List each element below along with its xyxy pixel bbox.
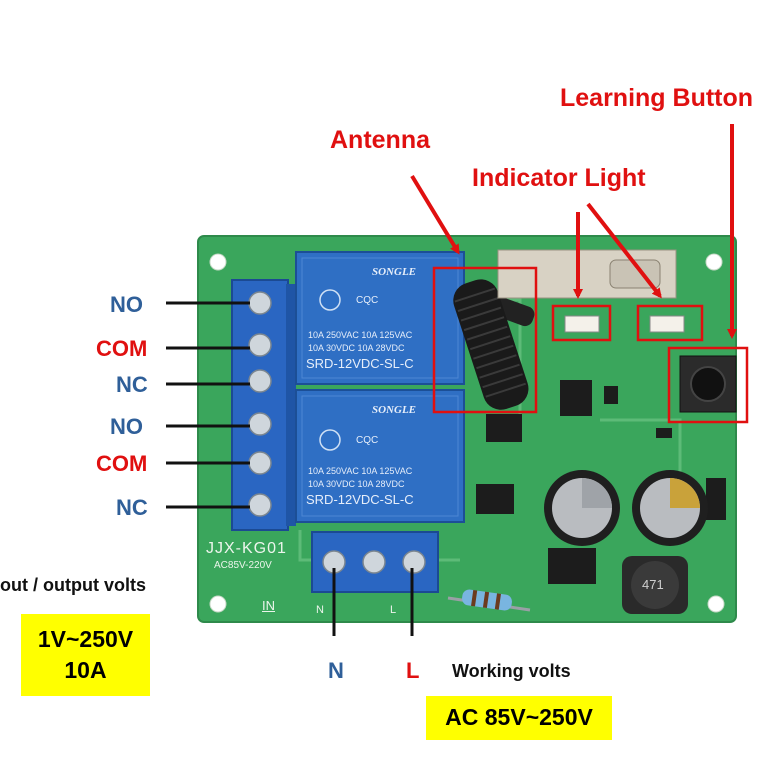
inductor-code: 471 xyxy=(642,577,664,592)
io-volts-range: 1V~250V xyxy=(37,626,134,652)
board-rating: AC85V-220V xyxy=(214,560,272,571)
indicator-light-1-box xyxy=(551,304,612,342)
relay-2-spec-line-2: 10A 30VDC 10A 28VDC xyxy=(308,479,405,489)
io-volts-label: out / output volts xyxy=(0,575,146,595)
terminal-com-2: COM xyxy=(96,451,148,476)
ic-chips xyxy=(476,380,726,584)
relay-1: CQC xyxy=(295,251,465,385)
relay-1-spec-line-1: 10A 250VAC 10A 125VAC xyxy=(308,330,413,340)
terminal-nc-2: NC xyxy=(116,495,148,520)
io-volts-current: 10A xyxy=(64,657,107,683)
terminal-nc-1: NC xyxy=(116,372,148,397)
indicator-light-label: Indicator Light xyxy=(472,164,646,192)
working-volts-range: AC 85V~250V xyxy=(445,704,593,730)
board-model: JJX-KG01 xyxy=(206,540,287,557)
terminal-l-label: L xyxy=(406,658,420,683)
board-l-mark: L xyxy=(390,604,397,616)
working-volts-label: Working volts xyxy=(452,661,571,681)
svg-text:CQC: CQC xyxy=(356,295,378,306)
learning-button-box xyxy=(667,346,749,424)
io-volts-box: 1V~250V 10A xyxy=(21,614,150,696)
antenna-label: Antenna xyxy=(330,126,430,154)
antenna-highlight-box xyxy=(432,266,538,414)
terminal-n-label: N xyxy=(328,658,344,683)
capacitors xyxy=(544,470,708,546)
terminal-no-2: NO xyxy=(110,414,143,439)
relay-1-brand: SONGLE xyxy=(372,266,417,278)
relay-1-model: SRD-12VDC-SL-C xyxy=(306,356,414,371)
board-in-label: IN xyxy=(262,598,275,613)
svg-text:CQC: CQC xyxy=(356,435,378,446)
indicator-arrow-2 xyxy=(586,202,662,299)
terminal-lead-lines xyxy=(166,301,414,636)
power-terminal-block xyxy=(311,531,439,593)
callout-arrows xyxy=(410,124,737,339)
working-volts-box: AC 85V~250V xyxy=(426,696,612,740)
resistor xyxy=(447,589,531,612)
antenna-coil xyxy=(453,279,535,410)
rf-module xyxy=(497,249,677,299)
terminal-com-1: COM xyxy=(96,336,148,361)
indicator-leds xyxy=(564,315,685,333)
learning-button-label: Learning Button xyxy=(560,84,754,112)
board-n-mark: N xyxy=(316,604,324,616)
terminal-no-1: NO xyxy=(110,292,143,317)
learning-push-button xyxy=(679,355,737,413)
relay-2-brand: SONGLE xyxy=(372,404,417,416)
inductor xyxy=(622,556,688,614)
relay-1-spec-line-2: 10A 30VDC 10A 28VDC xyxy=(308,343,405,353)
highlight-boxes xyxy=(432,266,749,424)
relay-2-model: SRD-12VDC-SL-C xyxy=(306,492,414,507)
indicator-light-2-box xyxy=(636,304,704,342)
output-terminal-block xyxy=(231,279,296,531)
relay-2-spec-line-1: 10A 250VAC 10A 125VAC xyxy=(308,466,413,476)
antenna-arrow xyxy=(410,174,460,255)
